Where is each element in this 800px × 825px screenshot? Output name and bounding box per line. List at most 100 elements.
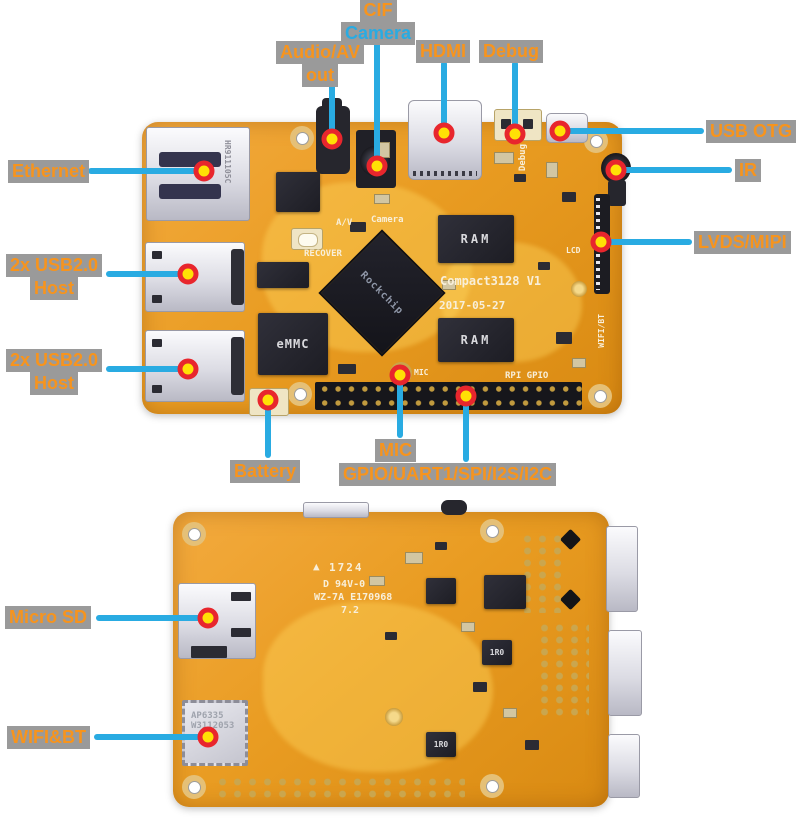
passive — [503, 708, 517, 718]
callout-dot-ir — [605, 159, 627, 181]
callout-label-audio-av: Audio/AV out — [270, 41, 370, 87]
callout-label-mic: MIC — [375, 439, 416, 462]
callout-line-ethernet — [88, 168, 206, 174]
callout-dot-mic — [389, 364, 411, 386]
callout-line-gpio — [463, 398, 469, 462]
passive — [338, 364, 356, 374]
ethernet-part-number: HR911105C — [223, 140, 232, 184]
silk-date-code: 1724 — [329, 561, 364, 574]
inductor-marking: 1R0 — [489, 648, 505, 657]
passive — [572, 358, 586, 368]
callout-dot-usb-host-1 — [177, 263, 199, 285]
callout-dot-usb-host-2 — [177, 358, 199, 380]
passive — [514, 174, 526, 182]
silk-date: 2017-05-27 — [439, 299, 506, 312]
cpu-brand: Rockchip — [358, 269, 406, 317]
callout-dot-hdmi — [433, 122, 455, 144]
via-field — [537, 622, 589, 716]
callout-label-hdmi: HDMI — [416, 40, 470, 63]
callout-text: MIC — [375, 439, 416, 462]
callout-line-debug — [512, 61, 518, 135]
inductor: 1R0 — [426, 732, 456, 757]
passive — [442, 280, 456, 290]
callout-dot-ethernet — [193, 160, 215, 182]
passive — [538, 262, 550, 270]
passive — [556, 332, 572, 344]
silk-mic: MIC — [414, 368, 429, 377]
silk-recover: RECOVER — [304, 249, 342, 259]
ram-chip-1: RAM — [438, 215, 514, 263]
mounting-hole — [288, 382, 312, 406]
callout-label-cif-camera: CIF Camera — [328, 0, 428, 45]
callout-label-usb-host-2: 2x USB2.0 Host — [0, 349, 108, 395]
callout-label-lvds-mipi: LVDS/MIPI — [694, 231, 791, 254]
usb-claw — [152, 251, 162, 259]
callout-dot-cif-camera — [366, 155, 388, 177]
callout-dot-battery — [257, 389, 279, 411]
passive — [385, 632, 397, 640]
passive — [546, 162, 558, 178]
callout-dot-audio-av — [321, 128, 343, 150]
callout-text: GPIO/UART1/SPI/I2S/I2C — [339, 463, 557, 486]
ram-chip-2: RAM — [438, 318, 514, 362]
pcb-trace-area — [263, 602, 493, 772]
ram-label: RAM — [460, 232, 492, 246]
passive — [525, 740, 539, 750]
callout-dot-debug — [504, 123, 526, 145]
soic-ic — [484, 575, 526, 609]
inductor-marking: 1R0 — [433, 740, 449, 749]
ir-receiver-body — [608, 180, 626, 206]
mounting-hole — [480, 519, 504, 543]
mounting-hole — [588, 384, 612, 408]
callout-text: Host — [30, 372, 78, 395]
small-ic — [426, 578, 456, 604]
callout-text: LVDS/MIPI — [694, 231, 791, 254]
micro-usb-back — [303, 502, 369, 518]
usb-claw — [152, 385, 162, 393]
sd-contact — [231, 592, 251, 601]
passive — [473, 682, 487, 692]
callout-label-debug: Debug — [479, 40, 543, 63]
usb-host-port-1 — [145, 242, 245, 312]
callout-text: CIF — [359, 0, 397, 22]
small-ic — [276, 172, 320, 212]
usb-port-edge — [231, 337, 244, 395]
passive — [562, 192, 576, 202]
callout-text: Audio/AV — [276, 41, 364, 64]
recover-button-cap — [298, 233, 318, 247]
callout-text: out — [302, 64, 338, 87]
callout-label-micro-sd: Micro SD — [5, 606, 92, 629]
callout-text: Debug — [479, 40, 543, 63]
callout-label-usb-host-1: 2x USB2.0 Host — [0, 254, 108, 300]
callout-dot-micro-sd — [197, 607, 219, 629]
silk-debug: Debug — [518, 144, 528, 172]
callout-line-audio-av — [329, 78, 335, 140]
callout-text: USB OTG — [706, 120, 797, 143]
callout-dot-lvds-mipi — [590, 231, 612, 253]
via-field — [520, 533, 564, 613]
callout-label-wifi-bt: WIFI&BT — [7, 726, 90, 749]
callout-line-ir — [622, 167, 732, 173]
callout-text: WIFI&BT — [7, 726, 90, 749]
callout-line-usb-host-2 — [106, 366, 190, 372]
callout-line-usb-host-1 — [106, 271, 190, 277]
silk-rpi-gpio: RPI GPIO — [505, 371, 549, 381]
callout-text: Battery — [230, 460, 301, 483]
gpio-header — [315, 382, 582, 410]
callout-label-usb-otg: USB OTG — [706, 120, 797, 143]
silk-flammability: D 94V-0 — [323, 579, 366, 590]
callout-dot-usb-otg — [549, 120, 571, 142]
silk-lcd: LCD — [566, 246, 581, 255]
emmc-chip: eMMC — [258, 313, 328, 375]
callout-text: Host — [30, 277, 78, 300]
callout-line-hdmi — [441, 61, 447, 134]
callout-text: HDMI — [416, 40, 470, 63]
callout-label-ir: IR — [735, 159, 761, 182]
callout-text: Micro SD — [5, 606, 92, 629]
passive — [374, 194, 390, 204]
gold-pad — [571, 281, 587, 297]
mounting-hole — [480, 774, 504, 798]
callout-label-ethernet: Ethernet — [8, 160, 90, 183]
ethernet-port: HR911105C — [146, 127, 250, 221]
